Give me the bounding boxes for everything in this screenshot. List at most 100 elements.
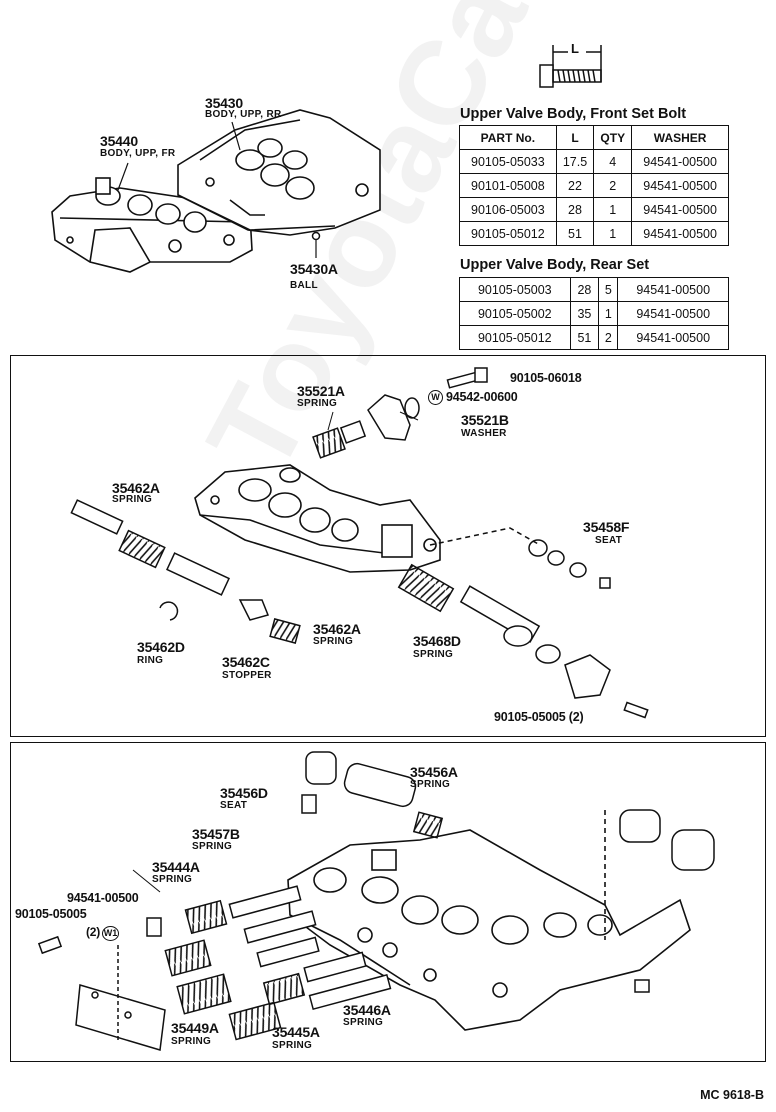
part-35449a-name: SPRING	[171, 1036, 212, 1047]
part-35444a-name: SPRING	[152, 874, 193, 885]
table-row: 90101-05008 22 2 94541-00500	[459, 173, 729, 198]
cell-part-no: 90105-05012	[459, 221, 557, 246]
cell-l: 51	[569, 325, 600, 350]
part-35521b-name: WASHER	[461, 428, 507, 439]
cell-qty: 2	[598, 325, 619, 350]
part-35456a-number: 35456A	[410, 764, 458, 780]
cell-qty: 1	[598, 301, 619, 326]
cell-washer: 94541-00500	[631, 173, 729, 198]
middle-section-frame	[10, 355, 766, 737]
lower-springs-and-valves-drawing	[37, 751, 715, 1051]
cell-washer: 94541-00500	[617, 325, 729, 350]
part-35462d-number: 35462D	[137, 639, 185, 655]
part-35458f-number: 35458F	[583, 519, 630, 535]
table-header-row: PART No. L QTY WASHER	[459, 125, 729, 150]
part-35430a-number: 35430A	[290, 261, 338, 277]
bolt-90105-05005-lower-number: 90105-05005	[15, 907, 87, 921]
part-35458f-name: SEAT	[595, 535, 623, 546]
table-row: 90105-05033 17.5 4 94541-00500	[459, 149, 729, 174]
cell-part-no: 90105-05003	[459, 277, 571, 302]
cell-l: 28	[555, 197, 595, 222]
dimension-l-label: L	[571, 41, 579, 56]
cell-l: 35	[569, 301, 600, 326]
table-row: 90105-05003 28 5 94541-00500	[459, 277, 729, 302]
part-35430-number: 35430	[205, 95, 243, 111]
cell-washer: 94541-00500	[631, 221, 729, 246]
col-qty: QTY	[593, 125, 633, 150]
cell-washer: 94541-00500	[617, 301, 729, 326]
part-35457b-number: 35457B	[192, 826, 240, 842]
cell-qty: 5	[598, 277, 619, 302]
table-row: 90105-05012 51 1 94541-00500	[459, 221, 729, 246]
cell-qty: 1	[593, 197, 633, 222]
figure-code: MC 9618-B	[700, 1088, 764, 1102]
table-row: 90106-05003 28 1 94541-00500	[459, 197, 729, 222]
cell-part-no: 90105-05012	[459, 325, 571, 350]
bolt-length-icon	[539, 45, 602, 88]
part-35456a-name: SPRING	[410, 779, 451, 790]
cell-part-no: 90101-05008	[459, 173, 557, 198]
washer-94541-00500-number: 94541-00500	[67, 891, 139, 905]
bolt-qty: (2)	[86, 925, 101, 939]
cell-l: 51	[555, 221, 595, 246]
cell-l: 22	[555, 173, 595, 198]
rear-set-bolt-table: 90105-05003 28 5 94541-00500 90105-05002…	[459, 277, 729, 350]
part-35445a-name: SPRING	[272, 1040, 313, 1051]
part-35440-number: 35440	[100, 133, 138, 149]
rear-table-title: Upper Valve Body, Rear Set	[460, 257, 650, 273]
table-row: 90105-05002 35 1 94541-00500	[459, 301, 729, 326]
cell-l: 17.5	[555, 149, 595, 174]
cell-qty: 1	[593, 221, 633, 246]
cell-washer: 94541-00500	[631, 197, 729, 222]
cell-qty: 2	[593, 173, 633, 198]
part-35445a-number: 35445A	[272, 1024, 320, 1040]
part-35462a-2-number: 35462A	[313, 621, 361, 637]
part-35430-name: BODY, UPP, RR	[205, 109, 282, 120]
col-l: L	[555, 125, 595, 150]
washer-w1-symbol: W1	[102, 926, 119, 941]
part-35446a-number: 35446A	[343, 1002, 391, 1018]
washer-w-symbol: W	[428, 390, 443, 405]
washer-94542-00600-number: 94542-00600	[446, 390, 518, 404]
part-35446a-name: SPRING	[343, 1017, 384, 1028]
part-35462c-name: STOPPER	[222, 670, 272, 681]
cell-part-no: 90105-05002	[459, 301, 571, 326]
part-35521a-number: 35521A	[297, 383, 345, 399]
upper-valve-body-rear-drawing	[177, 109, 381, 236]
cell-qty: 4	[593, 149, 633, 174]
cell-part-no: 90106-05003	[459, 197, 557, 222]
upper-valve-body-front-drawing	[51, 177, 253, 273]
cell-l: 28	[569, 277, 600, 302]
col-part-no: PART No.	[459, 125, 557, 150]
cell-washer: 94541-00500	[617, 277, 729, 302]
bolt-90105-06018-number: 90105-06018	[510, 371, 582, 385]
middle-springs-and-valves-drawing	[70, 367, 649, 719]
part-35456d-name: SEAT	[220, 800, 248, 811]
part-35457b-name: SPRING	[192, 841, 233, 852]
part-35462c-number: 35462C	[222, 654, 270, 670]
part-35440-name: BODY, UPP, FR	[100, 148, 176, 159]
part-35468d-name: SPRING	[413, 649, 454, 660]
part-35462a-number: 35462A	[112, 480, 160, 496]
part-35521b-number: 35521B	[461, 412, 509, 428]
col-washer: WASHER	[631, 125, 729, 150]
part-35456d-number: 35456D	[220, 785, 268, 801]
table-row: 90105-05012 51 2 94541-00500	[459, 325, 729, 350]
ball-icon	[311, 231, 321, 241]
cell-washer: 94541-00500	[631, 149, 729, 174]
lower-section-frame	[10, 742, 766, 1062]
part-35462d-name: RING	[137, 655, 164, 666]
part-35444a-number: 35444A	[152, 859, 200, 875]
bolt-90105-05005-number: 90105-05005 (2)	[494, 710, 584, 724]
front-table-title: Upper Valve Body, Front Set Bolt	[460, 106, 687, 122]
front-set-bolt-table: PART No. L QTY WASHER 90105-05033 17.5 4…	[459, 125, 729, 246]
part-35430a-name: BALL	[290, 280, 318, 291]
part-35462a-2-name: SPRING	[313, 636, 354, 647]
part-35468d-number: 35468D	[413, 633, 461, 649]
part-35449a-number: 35449A	[171, 1020, 219, 1036]
part-35521a-name: SPRING	[297, 398, 338, 409]
part-35462a-name: SPRING	[112, 494, 153, 505]
cell-part-no: 90105-05033	[459, 149, 557, 174]
